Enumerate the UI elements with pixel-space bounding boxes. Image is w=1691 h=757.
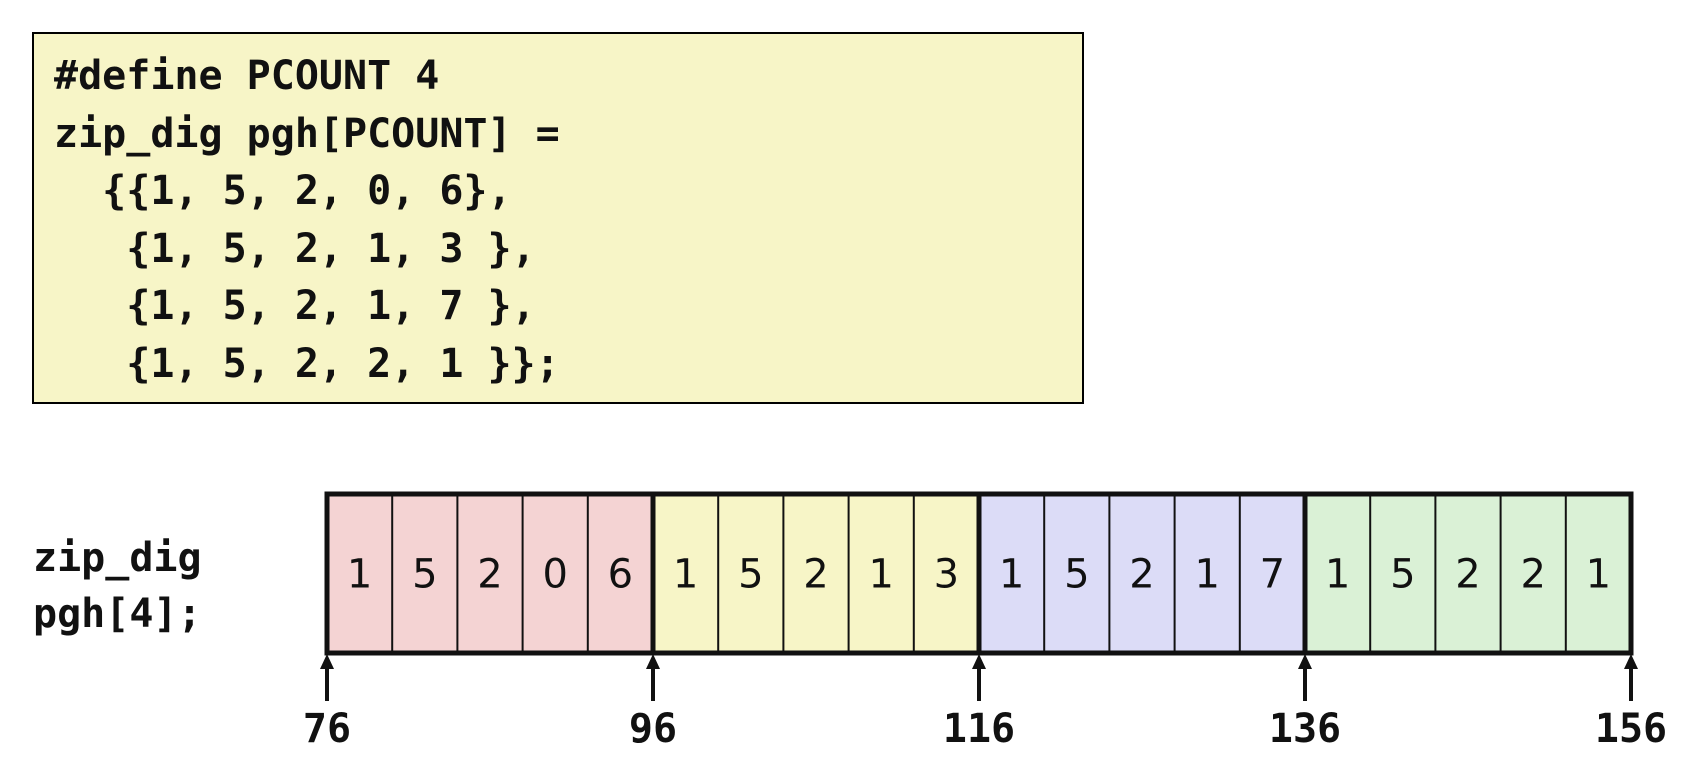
code-line-define: #define PCOUNT 4 <box>54 53 440 99</box>
row-2-background <box>979 494 1305 653</box>
code-line-row-0: {{1, 5, 2, 0, 6}, <box>54 168 512 214</box>
row-1-background <box>653 494 979 653</box>
address-label: 96 <box>629 706 677 752</box>
address-label: 136 <box>1269 706 1341 752</box>
cell-value: 5 <box>412 552 437 598</box>
cell-value: 6 <box>608 552 633 598</box>
cell-value: 1 <box>868 552 893 598</box>
cell-value: 1 <box>1586 552 1611 598</box>
cell-value: 7 <box>1260 552 1285 598</box>
cell-value: 2 <box>477 552 502 598</box>
address-arrow-head <box>972 654 986 669</box>
cell-value: 0 <box>542 552 567 598</box>
cell-value: 2 <box>803 552 828 598</box>
cell-value: 1 <box>999 552 1024 598</box>
code-line-row-1: {1, 5, 2, 1, 3 }, <box>54 225 536 272</box>
cell-value: 1 <box>1194 552 1219 598</box>
code-block: #define PCOUNT 4 zip_dig pgh[PCOUNT] = {… <box>32 32 1084 404</box>
address-label: 76 <box>303 706 351 752</box>
cell-value: 2 <box>1520 552 1545 598</box>
declaration-type: zip_dig <box>33 535 202 581</box>
address-arrow-head <box>1298 654 1312 669</box>
code-line-row-2: {1, 5, 2, 1, 7 }, <box>54 283 536 329</box>
cell-value: 1 <box>1325 552 1350 598</box>
cell-value: 3 <box>934 552 959 598</box>
cell-value: 1 <box>673 552 698 598</box>
row-0-background <box>327 494 653 653</box>
row-3-background <box>1305 494 1631 653</box>
array-declaration-label: zip_dig pgh[4]; <box>33 530 202 642</box>
cell-value: 5 <box>1064 552 1089 598</box>
cell-value: 1 <box>347 552 372 598</box>
code-line-declaration: zip_dig pgh[PCOUNT] = <box>54 110 560 157</box>
declaration-name: pgh[4]; <box>33 591 202 637</box>
address-arrow-head <box>1624 654 1638 669</box>
address-arrow-head <box>646 654 660 669</box>
address-arrow-head <box>320 654 334 669</box>
code-line-row-3: {1, 5, 2, 2, 1 }}; <box>54 340 560 387</box>
cell-value: 2 <box>1129 552 1154 598</box>
cell-value: 5 <box>738 552 763 598</box>
cell-value: 2 <box>1455 552 1480 598</box>
address-label: 156 <box>1595 706 1667 752</box>
cell-value: 5 <box>1390 552 1415 598</box>
address-label: 116 <box>943 706 1015 752</box>
